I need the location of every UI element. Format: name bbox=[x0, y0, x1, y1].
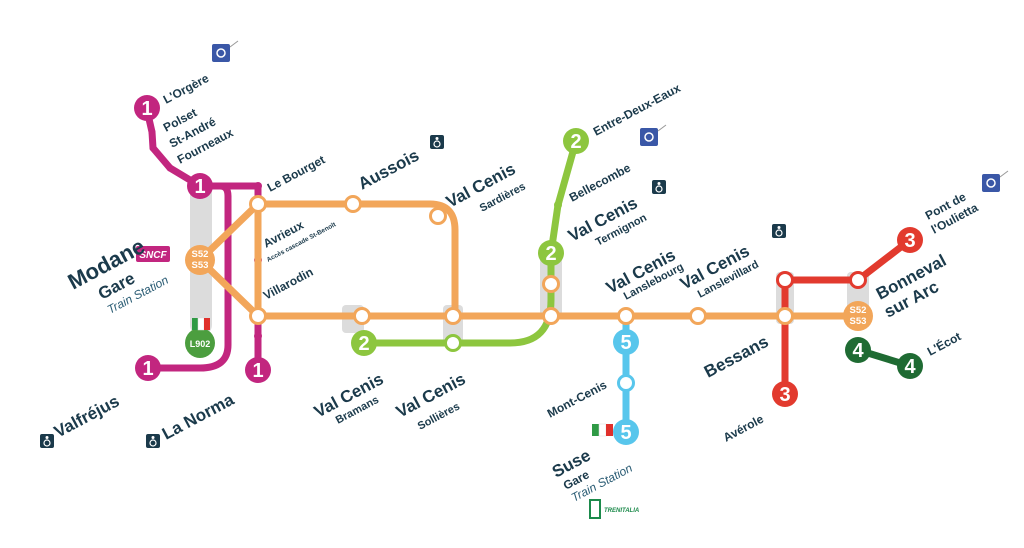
label-valfrejus: Valfréjus bbox=[51, 391, 122, 441]
label-entre-deux-eaux: Entre-Deux-Eaux bbox=[591, 81, 683, 139]
s52-label: S52 bbox=[850, 305, 867, 316]
sncf-label: SNCF bbox=[139, 250, 167, 261]
sncf-logo: SNCF bbox=[136, 246, 170, 262]
termignon-orange-station[interactable] bbox=[542, 307, 560, 325]
label-villarodin: Villarodin bbox=[261, 265, 316, 303]
s52-s53-badge-bonneval[interactable] bbox=[843, 301, 873, 331]
label-mont-cenis: Mont-Cenis bbox=[545, 377, 610, 420]
bessans-station[interactable] bbox=[776, 307, 794, 325]
s53-label: S53 bbox=[850, 316, 867, 327]
wheelchair-icon bbox=[430, 135, 444, 149]
trenitalia-label: TRENITALIA bbox=[604, 508, 639, 514]
lanslevillard-station[interactable] bbox=[689, 307, 707, 325]
ski-lift-icon bbox=[640, 124, 667, 146]
lanslebourg-station[interactable] bbox=[617, 307, 635, 325]
line-4-label: 4 bbox=[904, 356, 916, 378]
line-3-badge-oulietta[interactable] bbox=[897, 227, 923, 253]
line-2-badge-bramans[interactable] bbox=[351, 330, 377, 356]
label-lorgere: L'Orgère bbox=[161, 71, 212, 107]
bramans-station[interactable] bbox=[353, 307, 371, 325]
termignon-station[interactable] bbox=[542, 275, 560, 293]
line-5-badge-suse[interactable] bbox=[613, 419, 639, 445]
bessans-red-station[interactable] bbox=[776, 271, 794, 289]
villarodin-station[interactable] bbox=[249, 307, 267, 325]
line-3-label: 3 bbox=[904, 230, 915, 252]
line-3-badge-averole[interactable] bbox=[772, 381, 798, 407]
line-2-badge-entre-deux-eaux[interactable] bbox=[563, 128, 589, 154]
villarodin-l1-stop[interactable] bbox=[254, 332, 262, 340]
line-1-label: 1 bbox=[252, 360, 263, 382]
s52-s53-badge-modane[interactable] bbox=[185, 245, 215, 275]
aussois-station[interactable] bbox=[344, 195, 362, 213]
line-1 bbox=[143, 106, 262, 374]
line-1-badge-valfrejus[interactable] bbox=[135, 355, 161, 381]
le-bourget-station[interactable] bbox=[249, 195, 267, 213]
line-1-badge-norma[interactable] bbox=[245, 357, 271, 383]
line-3 bbox=[781, 236, 914, 396]
line-1-badge-orgere[interactable] bbox=[134, 95, 160, 121]
wheelchair-icon bbox=[146, 434, 160, 448]
l902-badge[interactable] bbox=[185, 328, 215, 358]
l902-label: L902 bbox=[190, 339, 211, 349]
le-bourget-stop[interactable] bbox=[254, 182, 262, 190]
wheelchair-icon bbox=[772, 224, 786, 238]
label-le-bourget: Le Bourget bbox=[265, 153, 328, 195]
line-1-badge-modane[interactable] bbox=[187, 173, 213, 199]
italy-flag-icon bbox=[192, 317, 210, 331]
line-1-label: 1 bbox=[141, 98, 152, 120]
label-aussois: Aussois bbox=[355, 146, 422, 194]
line-5-badge-lanslebourg[interactable] bbox=[613, 329, 639, 355]
sardieres-station[interactable] bbox=[429, 207, 447, 225]
line-3-label: 3 bbox=[779, 384, 790, 406]
ski-lift-icon bbox=[212, 40, 239, 62]
aussois-branch bbox=[258, 200, 459, 316]
line-badges: 1 1 1 1 2 2 2 3 3 4 4 5 5 S52 S53 S52 S5… bbox=[134, 95, 923, 445]
line-2-label: 2 bbox=[570, 131, 581, 153]
trenitalia-logo: TRENITALIA bbox=[589, 499, 639, 519]
line-4-badge-ecot[interactable] bbox=[897, 353, 923, 379]
label-la-norma: La Norma bbox=[159, 390, 238, 444]
line-5-label: 5 bbox=[620, 422, 631, 444]
line-2-badge-termignon[interactable] bbox=[538, 240, 564, 266]
poiset-stop[interactable] bbox=[148, 128, 156, 136]
wheelchair-icon bbox=[40, 434, 54, 448]
line-4-badge-bonneval[interactable] bbox=[845, 337, 871, 363]
ski-lift-icon bbox=[982, 170, 1009, 192]
station-rings bbox=[249, 195, 867, 392]
bellecombe-stop[interactable] bbox=[554, 201, 562, 209]
st-andre-stop[interactable] bbox=[149, 144, 157, 152]
bonneval-red-station[interactable] bbox=[849, 271, 867, 289]
italy-flag-icon bbox=[592, 423, 613, 437]
sollieres-orange-station[interactable] bbox=[444, 307, 462, 325]
wheelchair-icon bbox=[652, 180, 666, 194]
label-bessans: Bessans bbox=[701, 332, 772, 382]
s52-label: S52 bbox=[192, 249, 209, 260]
line-5-label: 5 bbox=[620, 332, 631, 354]
label-averole: Avérole bbox=[721, 412, 766, 445]
s53-label: S53 bbox=[192, 260, 209, 271]
line-1-label: 1 bbox=[142, 358, 153, 380]
line-3-path bbox=[781, 236, 914, 396]
line-2-label: 2 bbox=[358, 333, 369, 355]
modane-triangle bbox=[196, 200, 262, 320]
mont-cenis-station[interactable] bbox=[617, 374, 635, 392]
fourneaux-stop[interactable] bbox=[166, 164, 174, 172]
sollieres-green-station[interactable] bbox=[444, 334, 462, 352]
line-2-label: 2 bbox=[545, 243, 556, 265]
line-1-label: 1 bbox=[194, 176, 205, 198]
line-1-path-valfrejus bbox=[144, 182, 232, 372]
label-lecot: L'Écot bbox=[924, 328, 963, 358]
line-4-label: 4 bbox=[852, 340, 864, 362]
